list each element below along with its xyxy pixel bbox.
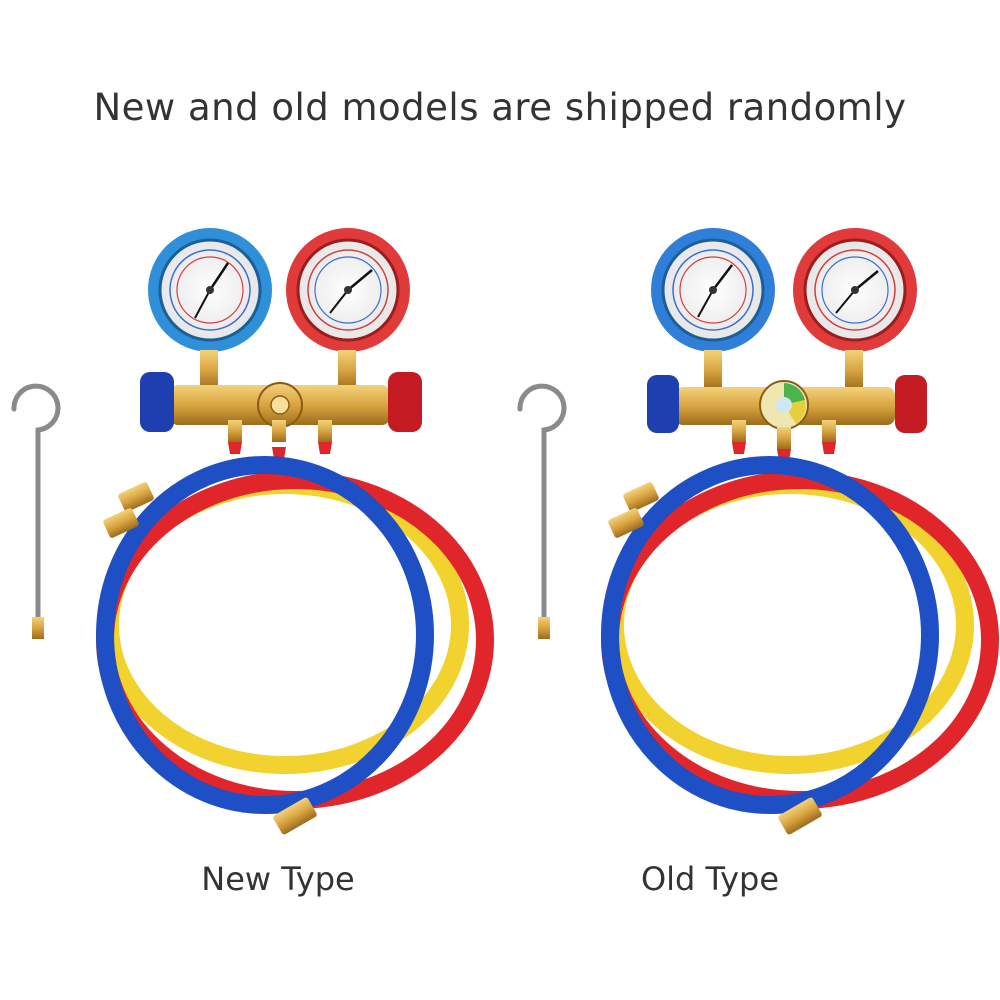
kit-label-old-type: Old Type — [640, 860, 780, 898]
low-side-knob — [647, 375, 679, 433]
hose-fittings — [103, 482, 317, 835]
manifold-body — [675, 350, 895, 461]
hose-fittings — [608, 482, 822, 835]
high-pressure-gauge — [793, 228, 917, 352]
high-pressure-gauge — [286, 228, 410, 352]
high-side-knob — [388, 372, 422, 432]
charging-hoses — [96, 456, 494, 814]
headline: New and old models are shipped randomly — [93, 86, 907, 129]
high-side-knob — [895, 375, 927, 433]
kit-label-new-type: New Type — [201, 860, 355, 898]
kit-new-type — [0, 215, 500, 855]
manifold-kit-illustration — [517, 228, 999, 835]
hook — [11, 383, 61, 639]
hook — [517, 383, 567, 639]
kit-old-type — [500, 215, 1000, 855]
low-pressure-gauge — [651, 228, 775, 352]
manifold-body — [170, 350, 390, 459]
manifold-kit-illustration — [11, 228, 494, 835]
low-pressure-gauge — [148, 228, 272, 352]
charging-hoses — [601, 456, 999, 814]
low-side-knob — [140, 372, 174, 432]
